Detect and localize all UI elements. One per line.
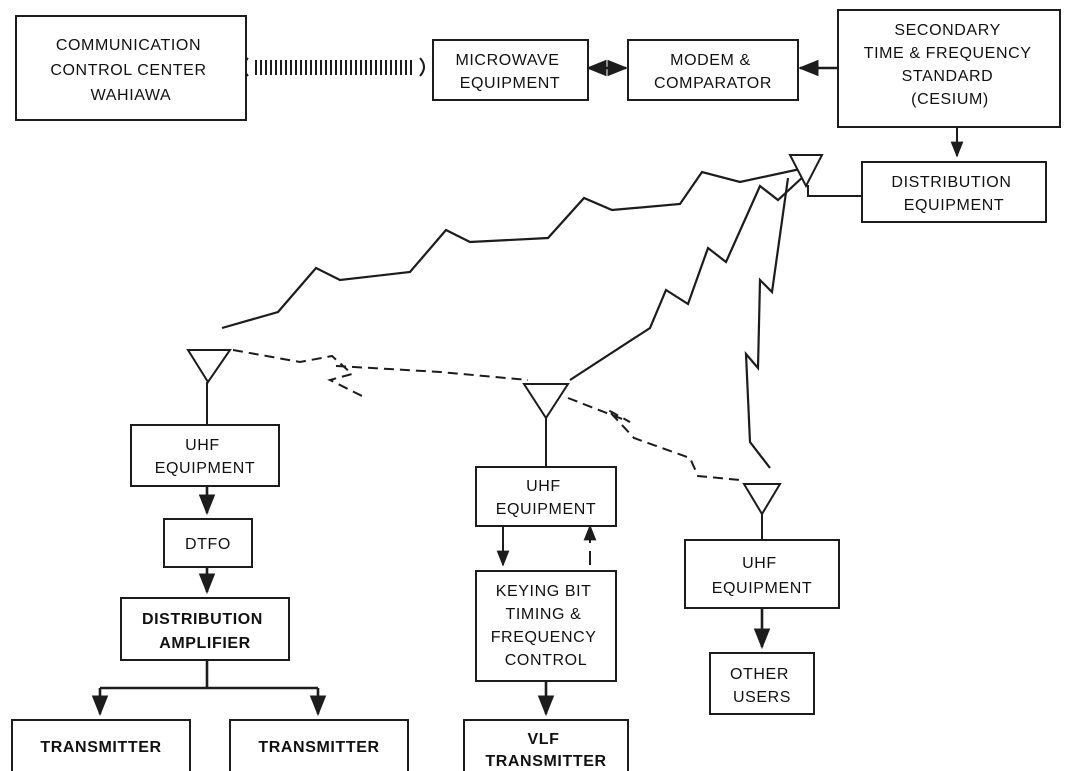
dashdot-link-left-center: [335, 365, 529, 381]
distribution-amplifier-label: DISTRIBUTION AMPLIFIER: [142, 611, 268, 652]
keying-box: [475, 570, 617, 682]
dashed-link-left-center: [232, 349, 363, 397]
antenna-icon: [186, 349, 232, 384]
vlf-box: [463, 719, 629, 771]
uhf-center-label: UHF EQUIPMENT: [496, 478, 597, 518]
radio-link-top-to-right: [744, 177, 790, 469]
amp-split: [100, 660, 318, 690]
antenna-icon: [522, 383, 570, 420]
uhf-left-box: [130, 424, 280, 487]
radio-link-top-to-left: [221, 166, 806, 330]
dtfo-label: DTFO: [185, 536, 231, 553]
antenna-icon: [788, 154, 824, 189]
comm-center-box: [15, 15, 247, 121]
keying-label: KEYING BIT TIMING & FREQUENCY CONTROL: [491, 583, 602, 669]
microwave-link-icon: [243, 57, 425, 77]
comm-center-label: COMMUNICATION CONTROL CENTER WAHIAWA: [50, 37, 211, 104]
uhf-right-box: [684, 539, 840, 609]
link-distribution-antenna: [807, 185, 862, 197]
other-users-box: [709, 652, 815, 715]
standard-box: [837, 9, 1061, 128]
other-users-label: OTHER USERS: [730, 666, 794, 706]
microwave-box: [432, 39, 589, 101]
modem-box: [627, 39, 799, 101]
dtfo-box: [163, 518, 253, 568]
uhf-center-box: [475, 466, 617, 527]
uhf-right-label: UHF EQUIPMENT: [712, 555, 813, 597]
transmitter-1-box: [11, 719, 191, 771]
transmitter-2-label: TRANSMITTER: [258, 739, 379, 756]
microwave-label: MICROWAVE EQUIPMENT: [455, 52, 564, 92]
radio-link-top-to-center: [569, 174, 806, 381]
dashed-link-center-right: [567, 397, 741, 481]
standard-label: SECONDARY TIME & FREQUENCY STANDARD (CES…: [864, 22, 1037, 108]
antenna-icon: [742, 483, 782, 516]
vlf-label: VLF TRANSMITTER: [485, 731, 606, 770]
transmitter-2-box: [229, 719, 409, 771]
distribution-amplifier-box: [120, 597, 290, 661]
transmitter-1-label: TRANSMITTER: [40, 739, 161, 756]
distribution-equipment-label: DISTRIBUTION EQUIPMENT: [891, 174, 1016, 214]
uhf-left-label: UHF EQUIPMENT: [155, 437, 256, 477]
distribution-equipment-box: [861, 161, 1047, 223]
modem-label: MODEM & COMPARATOR: [654, 52, 772, 92]
